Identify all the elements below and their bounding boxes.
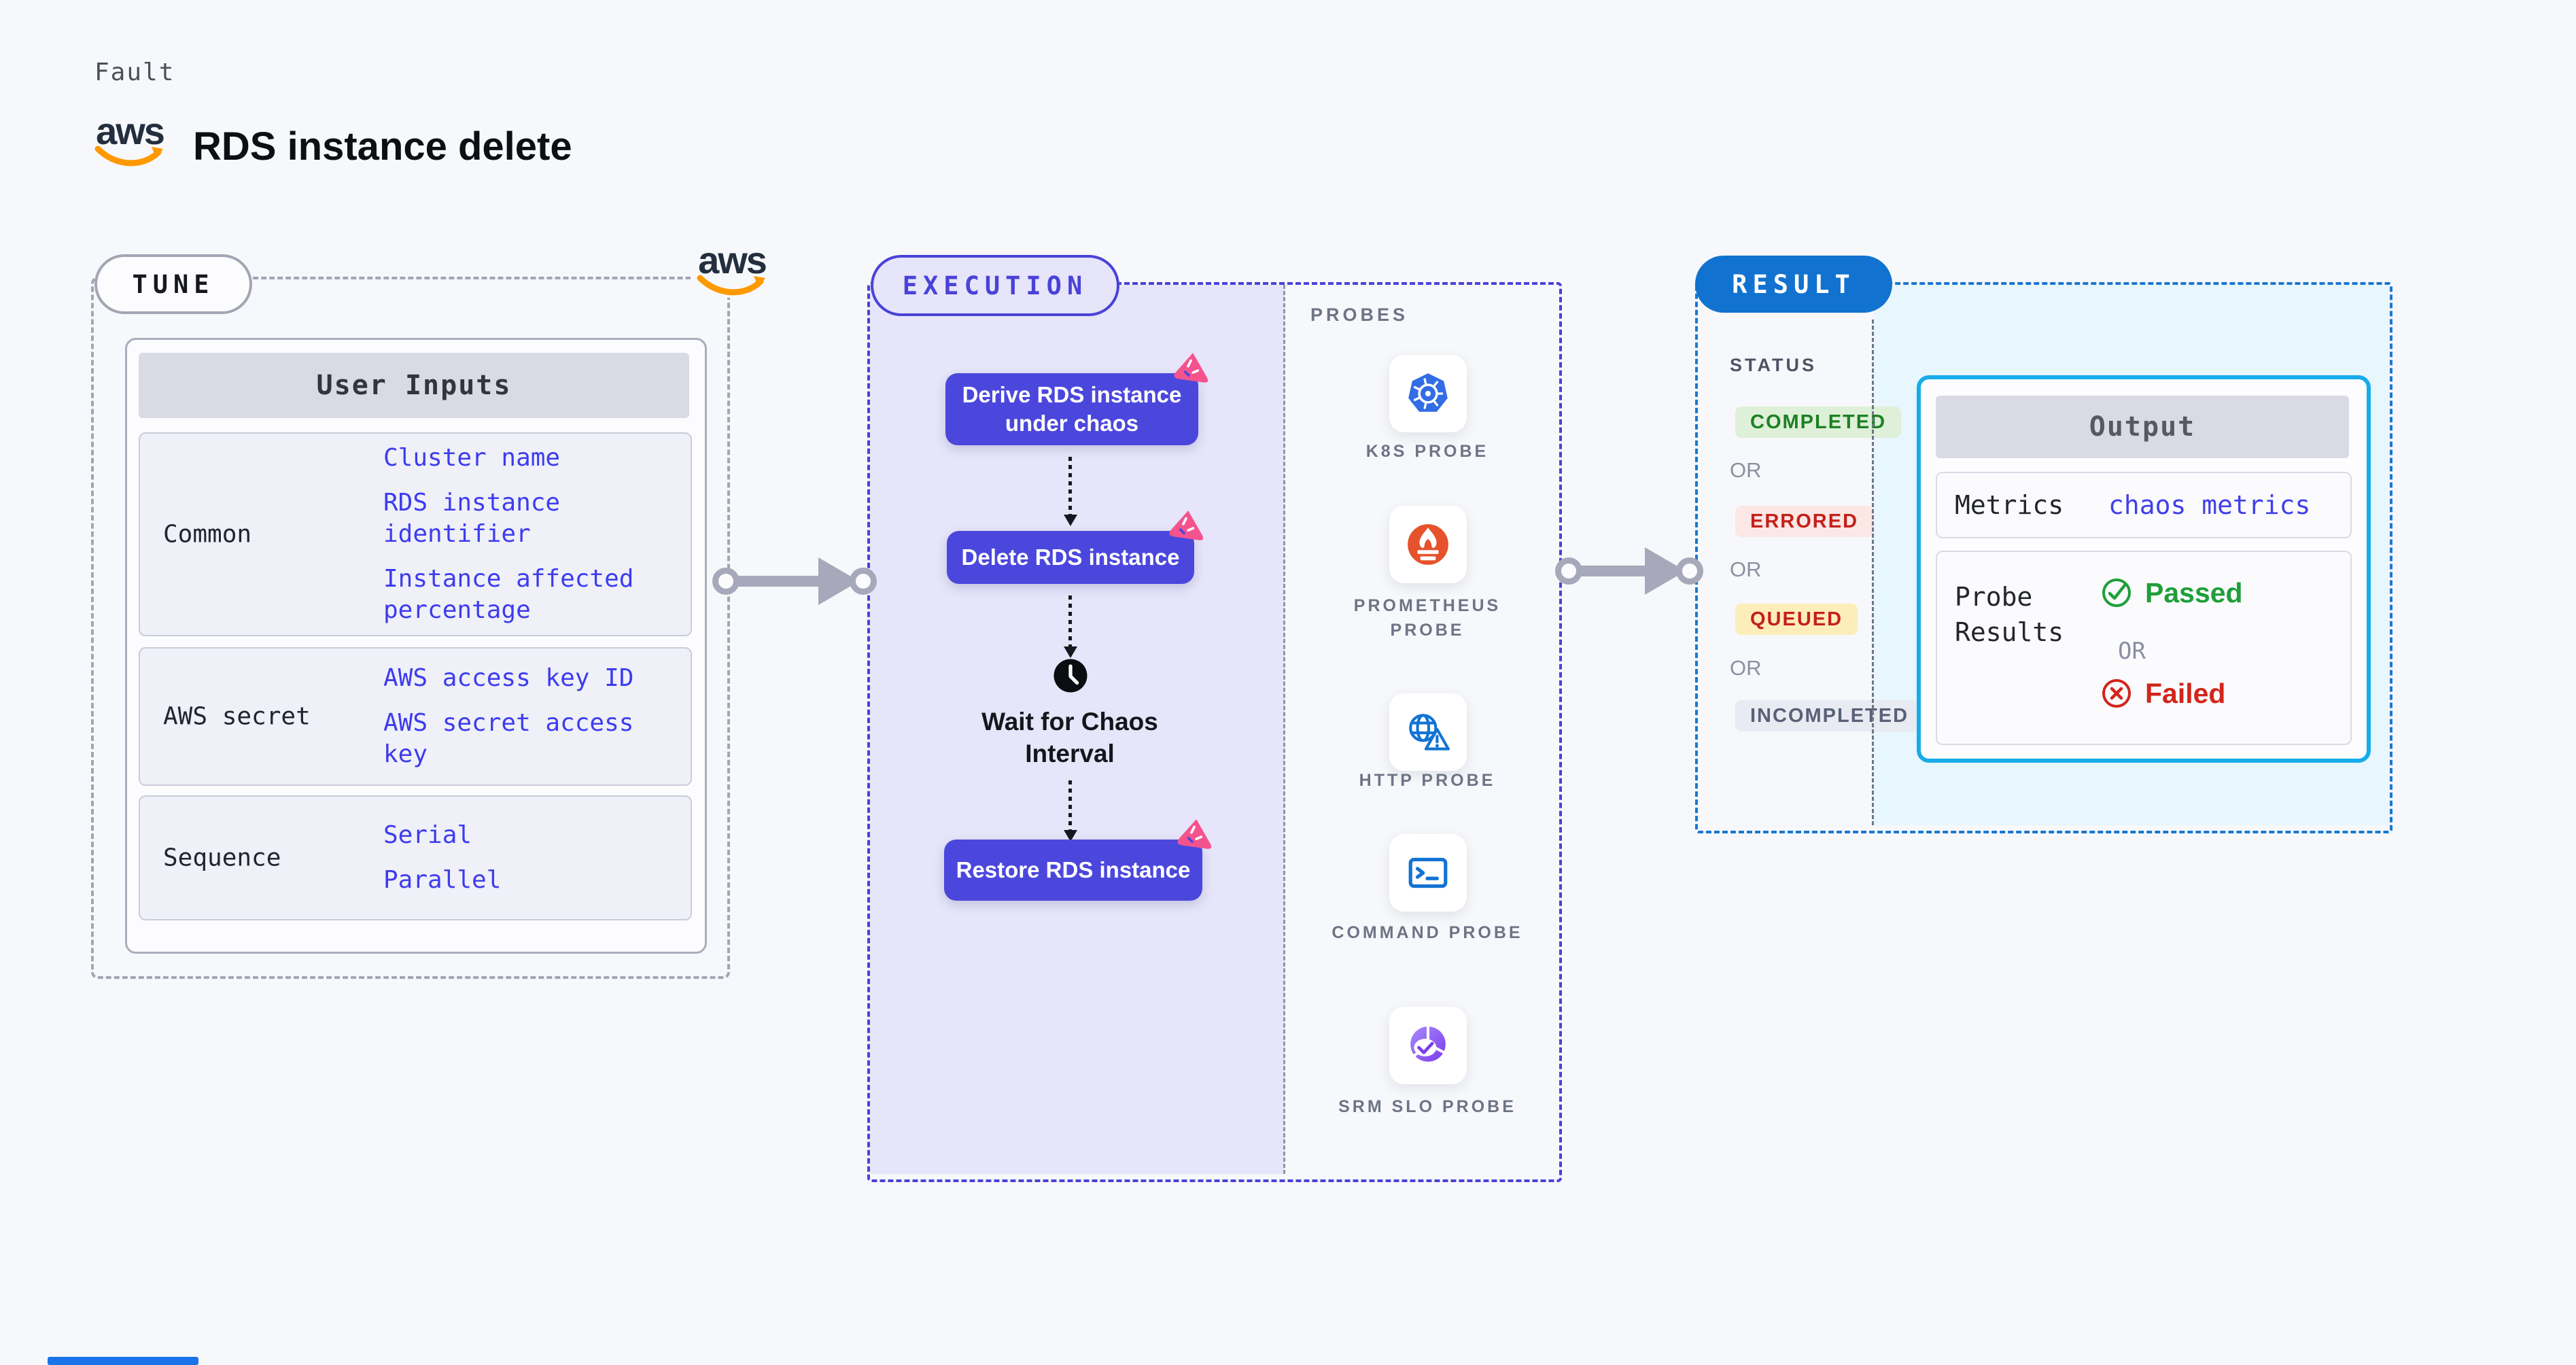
- status-heading: STATUS: [1730, 355, 1817, 375]
- globe-warning-icon: [1409, 714, 1450, 750]
- arrow-end-node: [1676, 557, 1703, 585]
- chaos-fault-icon: [1177, 819, 1212, 849]
- input-link[interactable]: Parallel: [383, 866, 502, 894]
- tune-pill: TUNE: [94, 254, 252, 314]
- chaos-fault-icon: [1174, 353, 1208, 383]
- user-input-row-sequence: Sequence Serial Parallel: [139, 795, 692, 920]
- execution-probes-divider: [1283, 285, 1285, 1174]
- aws-logo-small: aws: [691, 239, 773, 298]
- step-restore-rds-instance[interactable]: Restore RDS instance: [944, 840, 1202, 901]
- result-pill: RESULT: [1695, 256, 1892, 313]
- input-link[interactable]: Cluster name: [383, 444, 561, 472]
- page-title: RDS instance delete: [193, 124, 572, 169]
- probe-card-srm-slo[interactable]: [1389, 1007, 1467, 1084]
- input-link[interactable]: AWS access key ID: [383, 664, 634, 692]
- bottom-edge-blue-bar: [48, 1357, 198, 1365]
- probe-card-prometheus[interactable]: [1389, 506, 1467, 583]
- status-badge-completed: COMPLETED: [1735, 407, 1902, 438]
- arrow-end-node: [850, 568, 877, 595]
- failed-label: Failed: [2145, 677, 2226, 709]
- check-circle-icon: [2102, 578, 2131, 607]
- step-label: Restore RDS instance: [956, 857, 1191, 882]
- status-badge-incompleted: INCOMPLETED: [1735, 700, 1924, 731]
- arrow-shaft: [1580, 566, 1648, 576]
- probes-heading: PROBES: [1310, 305, 1409, 325]
- input-link[interactable]: Serial: [383, 821, 472, 849]
- metrics-label: Metrics: [1955, 490, 2064, 520]
- aws-logo-text: aws: [698, 239, 767, 281]
- step-label: Delete RDS instance: [961, 545, 1180, 570]
- execution-to-result-arrow: [1555, 547, 1703, 595]
- status-badge-queued: QUEUED: [1735, 604, 1858, 635]
- status-badge-errored: ERRORED: [1735, 506, 1874, 537]
- input-link[interactable]: Instance affected percentage: [383, 565, 634, 624]
- arrow-shaft: [737, 576, 821, 587]
- user-input-row-aws-secret: AWS secret AWS access key ID AWS secret …: [139, 647, 692, 786]
- flow-down-arrow: [1068, 595, 1072, 649]
- probe-label: COMMAND PROBE: [1331, 923, 1523, 942]
- probe-label: K8S PROBE: [1365, 442, 1489, 461]
- step-derive-rds-instance[interactable]: Derive RDS instance under chaos: [945, 373, 1198, 445]
- row-label: AWS secret: [163, 702, 311, 731]
- probe-label: SRM SLO PROBE: [1338, 1097, 1516, 1116]
- metrics-row: Metrics chaos metrics: [1936, 472, 2352, 538]
- or-label: OR: [1730, 656, 1762, 680]
- probe-label: HTTP PROBE: [1359, 771, 1496, 790]
- probe-card-command[interactable]: [1389, 834, 1467, 912]
- row-values: Serial Parallel: [383, 820, 659, 896]
- probe-card-k8s[interactable]: [1389, 355, 1467, 432]
- row-label: Sequence: [163, 844, 281, 872]
- prometheus-icon: [1408, 524, 1448, 565]
- x-circle-icon: [2102, 679, 2131, 708]
- step-label: Derive RDS instance under chaos: [962, 382, 1182, 436]
- tune-section: [91, 277, 730, 979]
- tune-to-execution-arrow: [712, 557, 877, 606]
- input-link[interactable]: AWS secret access key: [383, 709, 634, 768]
- aws-smile-icon: [697, 275, 765, 296]
- row-values: AWS access key ID AWS secret access key: [383, 663, 659, 770]
- kubernetes-icon: [1408, 373, 1448, 412]
- status-output-divider: [1872, 319, 1874, 825]
- output-card: Output Metrics chaos metrics Probe Resul…: [1917, 375, 2371, 763]
- aws-logo-text: aws: [96, 109, 165, 152]
- row-label: Common: [163, 520, 252, 549]
- probe-card-http[interactable]: [1389, 693, 1467, 771]
- input-link[interactable]: RDS instance identifier: [383, 489, 561, 548]
- output-header: Output: [1936, 396, 2349, 458]
- passed-result: Passed: [2100, 576, 2243, 609]
- user-inputs-card: User Inputs Common Cluster name RDS inst…: [125, 338, 707, 954]
- chaos-metrics-link[interactable]: chaos metrics: [2108, 490, 2311, 520]
- flow-down-arrow: [1068, 457, 1072, 517]
- chaos-fault-icon: [1169, 511, 1204, 540]
- clock-icon: [1054, 659, 1087, 693]
- arrow-start-node: [1555, 557, 1582, 585]
- or-label: OR: [1730, 557, 1762, 581]
- probe-label: PROMETHEUS PROBE: [1353, 596, 1501, 640]
- row-values: Cluster name RDS instance identifier Ins…: [383, 443, 659, 626]
- failed-result: Failed: [2100, 677, 2225, 710]
- or-label: OR: [2118, 638, 2146, 665]
- probe-results-label: Probe Results: [1955, 582, 2064, 647]
- slo-pie-check-icon: [1410, 1026, 1446, 1062]
- probe-results-row: Probe Results Passed OR Faile: [1936, 551, 2352, 745]
- fault-kind-label: Fault: [94, 58, 175, 86]
- terminal-icon: [1408, 857, 1448, 888]
- aws-logo: aws: [91, 109, 169, 169]
- flow-down-arrow: [1068, 780, 1072, 832]
- wait-step: Wait for Chaos Interval: [981, 708, 1158, 767]
- or-label: OR: [1730, 458, 1762, 482]
- user-input-row-common: Common Cluster name RDS instance identif…: [139, 432, 692, 636]
- arrow-start-node: [712, 568, 739, 595]
- execution-pill: EXECUTION: [871, 255, 1119, 316]
- step-delete-rds-instance[interactable]: Delete RDS instance: [947, 531, 1194, 584]
- aws-smile-icon: [94, 145, 163, 167]
- user-inputs-header: User Inputs: [139, 353, 689, 418]
- passed-label: Passed: [2145, 576, 2243, 608]
